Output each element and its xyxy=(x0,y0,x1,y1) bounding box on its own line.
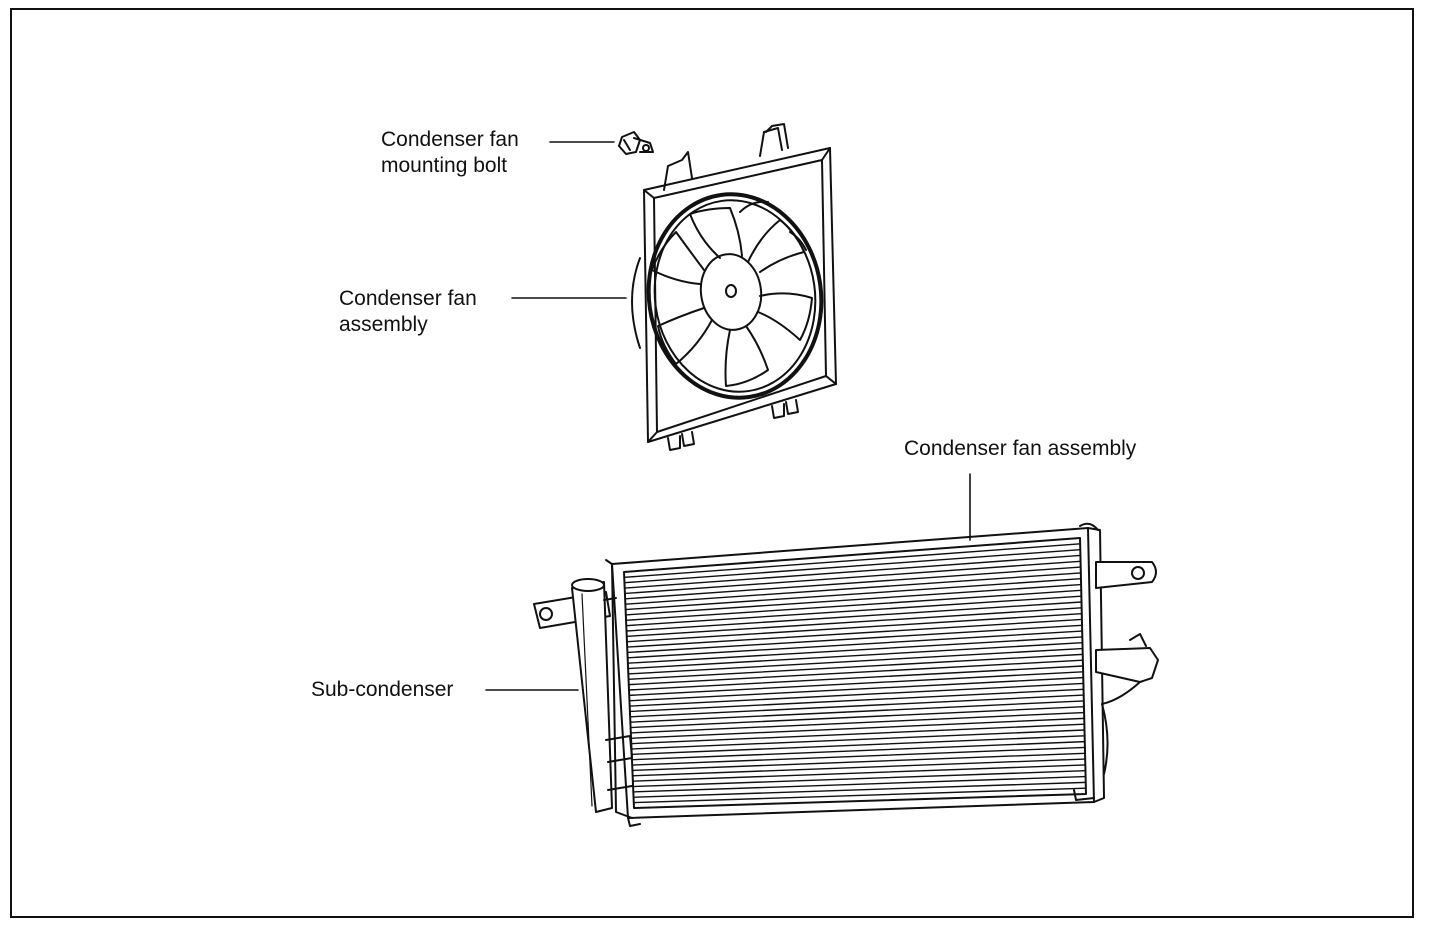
condenser-fin xyxy=(627,636,1084,664)
condenser-fin xyxy=(632,764,1087,782)
condenser-fin xyxy=(631,740,1086,761)
condenser-fin xyxy=(624,560,1082,595)
condenser-fin xyxy=(627,653,1084,680)
condenser-fin xyxy=(623,548,1081,584)
condenser-fin xyxy=(631,758,1086,777)
condenser-fin xyxy=(628,659,1084,686)
condenser-label: Condenser fan assembly xyxy=(904,437,1137,460)
condenser-fin xyxy=(626,607,1083,638)
condenser-fin xyxy=(624,578,1082,611)
condenser-fin xyxy=(625,589,1082,621)
condenser-fin xyxy=(627,647,1084,675)
condenser-fin xyxy=(626,624,1083,654)
condenser-fin xyxy=(630,729,1086,750)
condenser-fin xyxy=(625,595,1083,627)
condenser-fin xyxy=(624,572,1082,605)
condenser-fin xyxy=(629,700,1085,723)
condenser-fin xyxy=(626,630,1083,659)
condenser-fin xyxy=(628,676,1084,702)
condenser-fin xyxy=(623,543,1081,579)
condenser-illustration xyxy=(533,522,1159,827)
condenser-fin xyxy=(628,665,1084,691)
condenser-fin xyxy=(629,688,1085,713)
fan-assembly-label-line1: Condenser fan xyxy=(339,287,477,310)
condenser-fin xyxy=(630,723,1086,745)
condenser-fin xyxy=(632,775,1087,793)
sub-condenser-label: Sub-condenser xyxy=(311,678,454,701)
mounting-bolt-illustration xyxy=(618,131,654,155)
condenser-fin xyxy=(630,717,1085,739)
fan-assembly-illustration xyxy=(631,123,837,451)
fan-assembly-label-line2: assembly xyxy=(339,313,428,336)
condenser-fin xyxy=(626,618,1083,648)
mounting-bolt-label-line2: mounting bolt xyxy=(381,154,508,177)
condenser-fin xyxy=(631,752,1086,772)
condenser-fin xyxy=(626,612,1083,643)
condenser-fin xyxy=(630,711,1085,734)
condenser-fin xyxy=(631,735,1086,756)
condenser-fin xyxy=(625,601,1083,632)
condenser-fin xyxy=(627,642,1084,670)
condenser-fin xyxy=(625,583,1082,616)
condenser-fin xyxy=(628,671,1084,697)
condenser-fin xyxy=(624,566,1082,600)
condenser-fin xyxy=(632,770,1087,788)
condenser-fin xyxy=(628,682,1085,707)
mounting-bolt-label-line1: Condenser fan xyxy=(381,128,519,151)
condenser-fin xyxy=(632,781,1087,798)
condenser-fin xyxy=(631,746,1086,766)
condenser-fin xyxy=(629,706,1085,729)
leader-lines xyxy=(485,141,971,691)
condenser-fin xyxy=(623,554,1082,589)
condenser-fin xyxy=(633,787,1087,804)
condenser-fin xyxy=(629,694,1085,718)
